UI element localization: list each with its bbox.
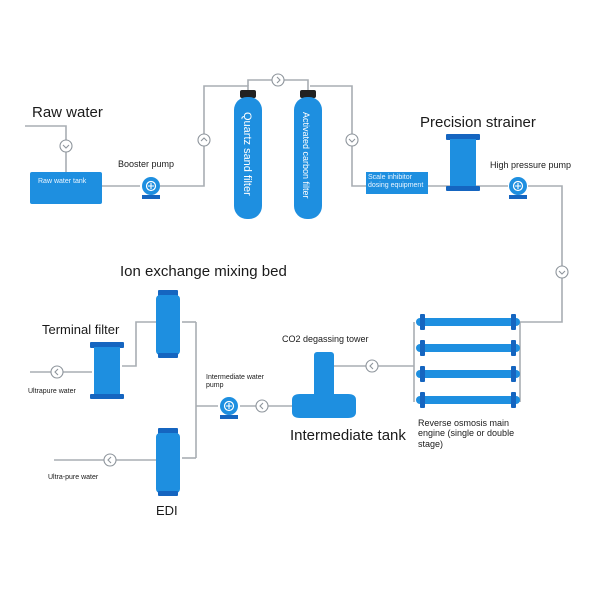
ro-membrane [416, 314, 520, 330]
reverse-osmosis-label: Reverse osmosis main engine (single or d… [418, 418, 515, 449]
raw-water-tank-label: Raw water tank [38, 178, 87, 185]
flow-arrow-left-icon [255, 399, 269, 413]
scale-inhibitor-dosing-equipment [366, 172, 428, 194]
terminal-filter [90, 342, 124, 399]
edi-unit [156, 428, 180, 496]
ultra-pure-water-label: Ultra-pure water [48, 474, 99, 481]
intermediate-water-pump-label: Intermediate water pump [206, 374, 264, 390]
intermediate-water-pump-icon [220, 397, 238, 419]
precision-strainer [446, 134, 480, 191]
raw-water-tank [30, 172, 102, 204]
raw-water-label: Raw water [32, 104, 103, 121]
intermediate-tank-label: Intermediate tank [290, 427, 406, 444]
ultrapure-water-label: Ultrapure water [28, 388, 76, 395]
flow-arrow-right-icon [271, 73, 285, 87]
ion-exchange-mixing-bed [156, 290, 180, 358]
ion-exchange-mixing-bed-label: Ion exchange mixing bed [120, 263, 287, 280]
precision-strainer-label: Precision strainer [420, 114, 536, 131]
ro-membrane [416, 340, 520, 356]
quartz-sand-filter [234, 90, 262, 219]
co2-degassing-tower [314, 352, 334, 398]
activated-carbon-filter-label: Activated carbon filter [301, 112, 311, 199]
ro-membrane [416, 392, 520, 408]
terminal-filter-label: Terminal filter [42, 322, 120, 337]
scale-inhibitor-label: Scale inhibitor dosing equipment [368, 174, 424, 190]
intermediate-tank [292, 394, 356, 418]
flow-arrow-down-icon [59, 139, 73, 153]
edi-label: EDI [156, 503, 178, 518]
reverse-osmosis-membranes [416, 314, 520, 408]
flow-arrow-left-icon [365, 359, 379, 373]
activated-carbon-filter [294, 90, 322, 219]
pipe-mix-to-terminal [122, 321, 156, 367]
pipe-raw-water-inlet [25, 125, 67, 172]
pipe-hp-to-ro [520, 185, 563, 323]
flow-arrow-left-icon [50, 365, 64, 379]
high-pressure-pump-label: High pressure pump [490, 160, 572, 170]
co2-degassing-tower-label: CO2 degassing tower [282, 334, 369, 344]
high-pressure-pump-icon [509, 177, 527, 199]
flow-arrow-up-icon [197, 133, 211, 147]
ro-membrane [416, 366, 520, 382]
flow-arrow-down-icon [345, 133, 359, 147]
quartz-sand-filter-label: Quartz sand filter [241, 112, 253, 196]
booster-pump-icon [142, 177, 160, 199]
flow-arrow-down-icon [555, 265, 569, 279]
flow-arrow-left-icon [103, 453, 117, 467]
booster-pump-label: Booster pump [118, 159, 175, 169]
